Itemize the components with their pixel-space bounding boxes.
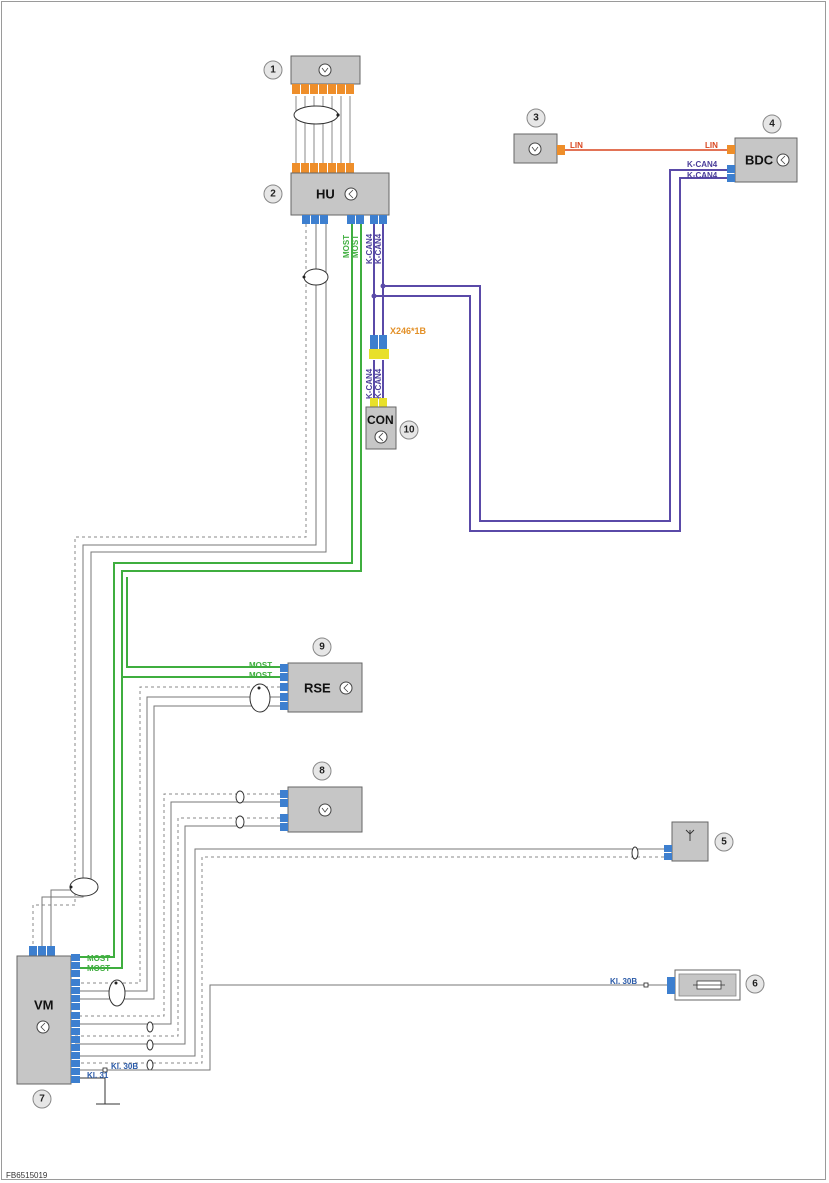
label-lin-4: LIN <box>705 141 718 150</box>
vm-label: VM <box>34 998 54 1013</box>
component-4-bdc[interactable]: BDC 4 <box>727 114 798 183</box>
label-most-rse-1: MOST <box>249 661 272 670</box>
callout-3: 3 <box>533 113 539 124</box>
speaker-icon <box>528 142 542 156</box>
control-unit-icon <box>344 187 358 201</box>
con-label: CON <box>367 413 394 427</box>
rse-label: RSE <box>304 681 331 696</box>
component-3-speaker[interactable]: 3 <box>513 108 565 164</box>
component-5-antenna[interactable]: 5 <box>664 821 734 862</box>
label-most-rse-2: MOST <box>249 671 272 680</box>
wires-speaker-8-to-vm <box>75 793 280 1045</box>
bdc-label: BDC <box>745 153 774 168</box>
pins-orange-top <box>292 163 354 173</box>
hu-label: HU <box>316 187 335 202</box>
callout-10: 10 <box>403 425 415 436</box>
control-unit-icon <box>339 681 353 695</box>
label-kl30b-vm: Kl. 30B <box>111 1062 138 1071</box>
callout-9: 9 <box>319 642 325 653</box>
component-8-speaker[interactable]: 8 <box>280 761 363 833</box>
wires-antenna-to-vm <box>75 848 664 1064</box>
label-kcan-hu-1: K-CAN4 <box>365 233 374 264</box>
wires-most <box>75 224 362 969</box>
wire-kl30b <box>75 984 667 1071</box>
control-unit-icon <box>776 153 790 167</box>
component-1-speaker[interactable]: 1 <box>263 55 361 94</box>
callout-5: 5 <box>721 837 727 848</box>
pins-blue-vm <box>71 954 80 1083</box>
callout-1: 1 <box>270 65 276 76</box>
component-10-con[interactable]: CON 10 <box>365 398 419 450</box>
pins-blue-bottom <box>302 215 387 224</box>
label-kcan-hu-2: K-CAN4 <box>374 233 383 264</box>
wires-hu-to-vm-audio <box>32 224 327 950</box>
twisted-pair-marker <box>293 105 339 125</box>
label-kl31-vm: Kl. 31 <box>87 1071 109 1080</box>
component-2-hu[interactable]: HU 2 <box>263 163 390 224</box>
component-7-vm[interactable]: VM 7 <box>16 946 80 1109</box>
connector-x246 <box>369 335 389 359</box>
fuse-icon <box>693 980 725 990</box>
ground-symbol <box>75 1077 120 1105</box>
label-connector: X246*1B <box>390 326 427 336</box>
label-kcan-bdc-2: K-CAN4 <box>687 171 718 180</box>
label-kcan-con-2: K-CAN4 <box>374 368 383 399</box>
label-most-hu-1: MOST <box>342 235 351 258</box>
antenna-icon <box>685 829 695 841</box>
wires-kcan <box>373 169 727 532</box>
label-kl30b-6: Kl. 30B <box>610 977 637 986</box>
control-unit-icon <box>36 1020 50 1034</box>
label-kcan-con-1: K-CAN4 <box>365 368 374 399</box>
speaker-icon <box>318 63 332 77</box>
callout-4: 4 <box>769 119 775 130</box>
control-unit-icon <box>374 430 388 444</box>
label-most-vm-2: MOST <box>87 964 110 973</box>
figure-id: FB6515019 <box>6 1171 48 1180</box>
speaker-icon <box>318 803 332 817</box>
label-most-hu-2: MOST <box>351 235 360 258</box>
component-9-rse[interactable]: RSE 9 <box>280 637 363 713</box>
callout-7: 7 <box>39 1094 45 1105</box>
callout-8: 8 <box>319 766 325 777</box>
pins-orange <box>292 84 354 94</box>
label-most-vm-1: MOST <box>87 954 110 963</box>
component-6-fuse[interactable]: 6 <box>667 969 765 1001</box>
callout-6: 6 <box>752 979 758 990</box>
callout-2: 2 <box>270 189 276 200</box>
label-lin-3: LIN <box>570 141 583 150</box>
label-kcan-bdc-1: K-CAN4 <box>687 160 718 169</box>
